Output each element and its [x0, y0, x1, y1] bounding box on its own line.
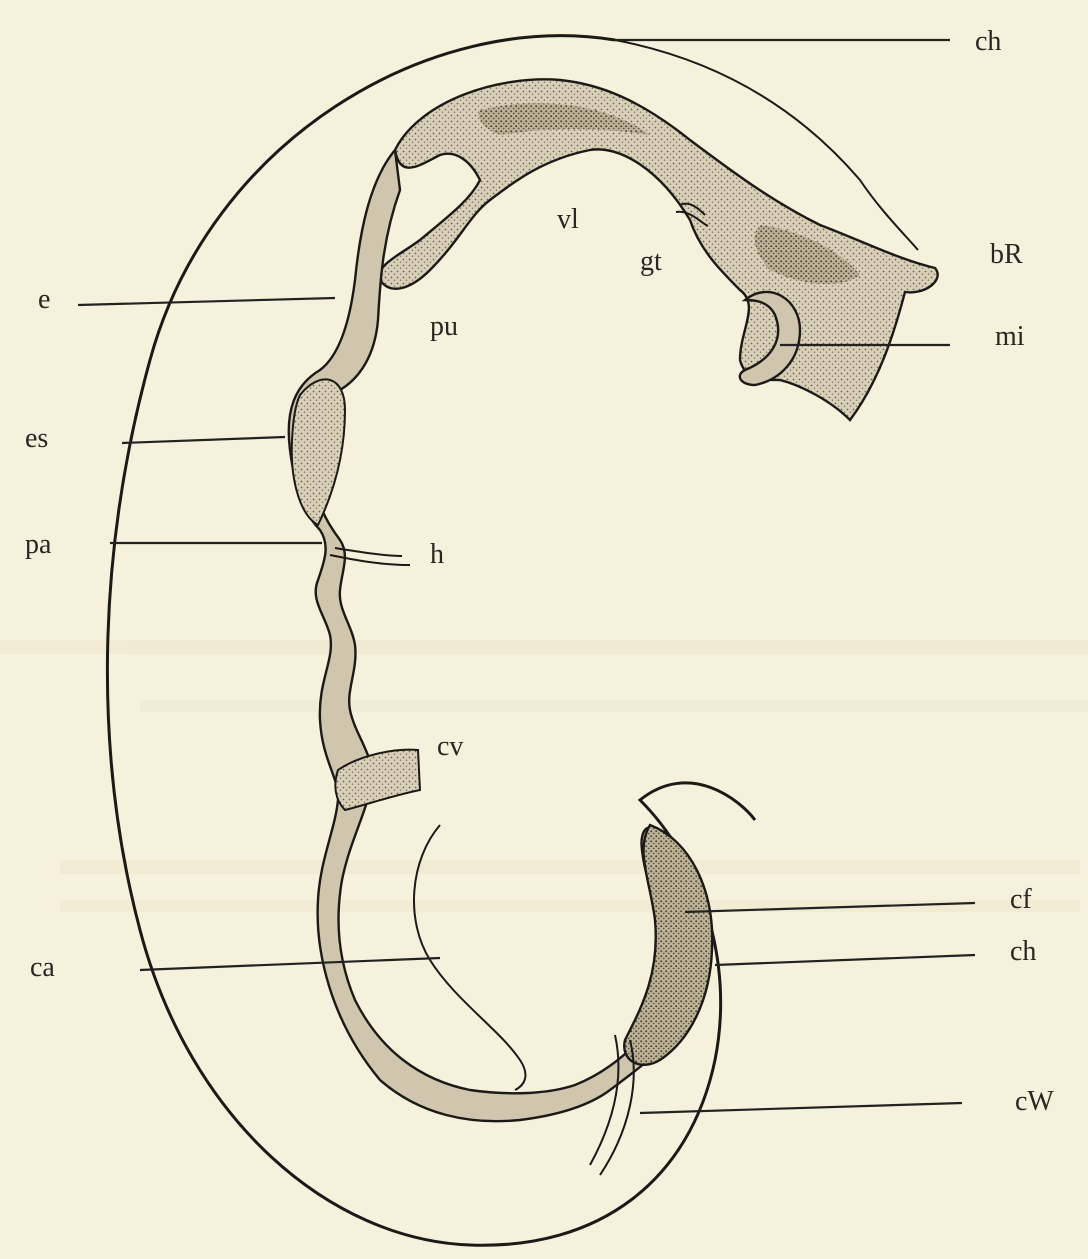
es-thickening	[292, 379, 345, 525]
label-cv: cv	[437, 731, 463, 762]
label-h: h	[430, 539, 444, 570]
leader-ca	[140, 958, 440, 970]
label-pu: pu	[430, 311, 458, 342]
label-ch-top: ch	[975, 26, 1001, 57]
leader-lines	[78, 40, 975, 1113]
label-pa: pa	[25, 529, 52, 560]
leader-cW	[640, 1103, 962, 1113]
label-mi: mi	[995, 321, 1025, 352]
leader-es	[122, 437, 285, 443]
labels: ch bR mi vl gt pu e es pa h cv cf ch ca …	[25, 26, 1054, 1117]
label-vl: vl	[557, 204, 579, 235]
label-bR: bR	[990, 239, 1023, 270]
embryo-body-wall	[289, 150, 700, 1121]
label-gt: gt	[640, 246, 662, 277]
label-cW: cW	[1015, 1086, 1054, 1117]
label-cf: cf	[1010, 884, 1032, 915]
label-es: es	[25, 423, 48, 454]
label-e: e	[38, 284, 50, 315]
leader-ch-bottom	[715, 955, 975, 965]
leader-e	[78, 298, 335, 305]
label-ca: ca	[30, 952, 55, 983]
bleed-through-text	[0, 640, 1088, 912]
label-ch-bottom: ch	[1010, 936, 1036, 967]
